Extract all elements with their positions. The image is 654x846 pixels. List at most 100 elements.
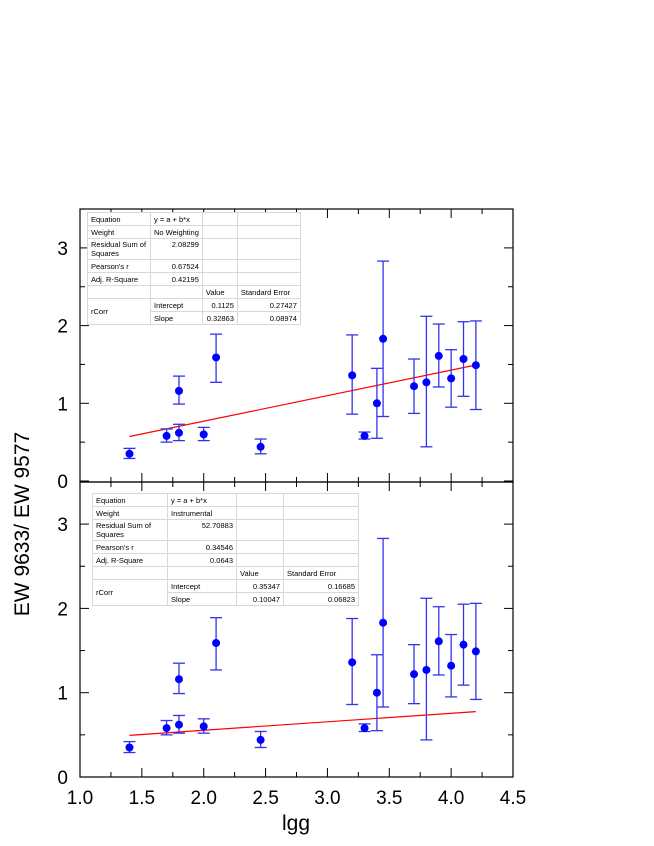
label: Equation	[92, 493, 168, 507]
data-point	[377, 260, 390, 418]
value-header: Value	[236, 566, 284, 580]
data-point	[469, 320, 482, 411]
data-point	[123, 447, 136, 460]
empty-cell	[236, 259, 301, 273]
empty-cell	[283, 519, 359, 541]
rss-label-line1: Residual Sum of	[91, 240, 147, 249]
marker	[256, 442, 265, 451]
marker	[174, 386, 183, 395]
value: y = a + b*x	[167, 493, 237, 507]
marker	[360, 431, 369, 440]
data-point	[160, 428, 173, 443]
empty-cell	[92, 566, 168, 580]
group-label: rCorr	[92, 579, 168, 606]
slope-label: Slope	[150, 311, 203, 325]
y-tick-label: 0	[57, 472, 68, 493]
marker	[410, 382, 419, 391]
x-tick-label: 3.5	[376, 788, 402, 809]
intercept-se: 0.27427	[236, 298, 301, 312]
y-tick-label: 3	[57, 515, 68, 536]
rss-label-line1: Residual Sum of	[96, 521, 152, 530]
empty-cell	[236, 238, 301, 260]
data-point	[457, 603, 470, 686]
data-point	[197, 718, 210, 734]
marker	[379, 618, 388, 627]
value: Instrumental	[167, 506, 237, 520]
slope-value: 0.10047	[236, 592, 284, 606]
empty-cell	[236, 493, 284, 507]
marker	[199, 722, 208, 731]
x-tick-label: 3.0	[314, 788, 340, 809]
rss-label-line2: Squares	[91, 249, 119, 258]
x-tick-label: 2.5	[252, 788, 278, 809]
value-header: Value	[201, 285, 238, 299]
data-point	[172, 714, 185, 734]
data-point	[346, 334, 359, 415]
label: Pearson's r	[87, 259, 151, 273]
y-tick-label: 2	[57, 599, 68, 620]
marker	[471, 647, 480, 656]
rss-value: 52.70883	[167, 519, 237, 541]
data-point	[377, 537, 390, 708]
regression-line	[129, 364, 477, 438]
marker	[212, 638, 221, 647]
marker	[162, 724, 171, 733]
marker	[379, 334, 388, 343]
data-point	[123, 740, 136, 754]
empty-cell	[150, 285, 203, 299]
marker	[174, 720, 183, 729]
x-tick-label: 4.5	[500, 788, 526, 809]
slope-se: 0.06823	[283, 592, 359, 606]
marker	[360, 724, 369, 733]
slope-value: 0.32863	[201, 311, 238, 325]
data-point	[420, 315, 433, 448]
y-tick-label: 3	[57, 239, 68, 260]
intercept-value: 0.35347	[236, 579, 284, 593]
empty-cell	[236, 540, 284, 554]
pearson-value: 0.34546	[167, 540, 237, 554]
marker	[459, 355, 468, 364]
marker	[256, 735, 265, 744]
marker	[422, 378, 431, 387]
marker	[348, 371, 357, 380]
label: Weight	[87, 225, 151, 239]
x-axis-label: lgg	[281, 812, 311, 835]
label: Pearson's r	[92, 540, 168, 554]
empty-cell	[236, 519, 284, 541]
marker	[372, 399, 381, 408]
marker	[422, 665, 431, 674]
data-point	[358, 431, 371, 440]
data-point	[420, 597, 433, 741]
label: Adj. R-Square	[87, 272, 151, 286]
y-tick-label: 1	[57, 394, 68, 415]
marker	[125, 743, 134, 752]
marker	[372, 688, 381, 697]
data-point	[445, 349, 458, 408]
data-point	[408, 358, 421, 415]
data-point	[370, 654, 383, 732]
data-point	[408, 643, 421, 705]
data-point	[457, 321, 470, 397]
empty-cell	[167, 566, 237, 580]
y-tick-label: 1	[57, 684, 68, 705]
data-point	[358, 723, 371, 733]
x-tick-label: 1.5	[129, 788, 155, 809]
marker	[174, 675, 183, 684]
empty-cell	[201, 225, 238, 239]
intercept-label: Intercept	[150, 298, 203, 312]
group-label: rCorr	[87, 298, 151, 325]
y-tick-label: 0	[57, 768, 68, 789]
slope-se: 0.08974	[236, 311, 301, 325]
empty-cell	[283, 540, 359, 554]
data-point	[172, 375, 185, 405]
marker	[348, 658, 357, 667]
intercept-label: Intercept	[167, 579, 237, 593]
marker	[471, 361, 480, 370]
marker	[447, 374, 456, 383]
data-point	[432, 606, 445, 676]
data-point	[346, 617, 359, 706]
empty-cell	[201, 259, 238, 273]
